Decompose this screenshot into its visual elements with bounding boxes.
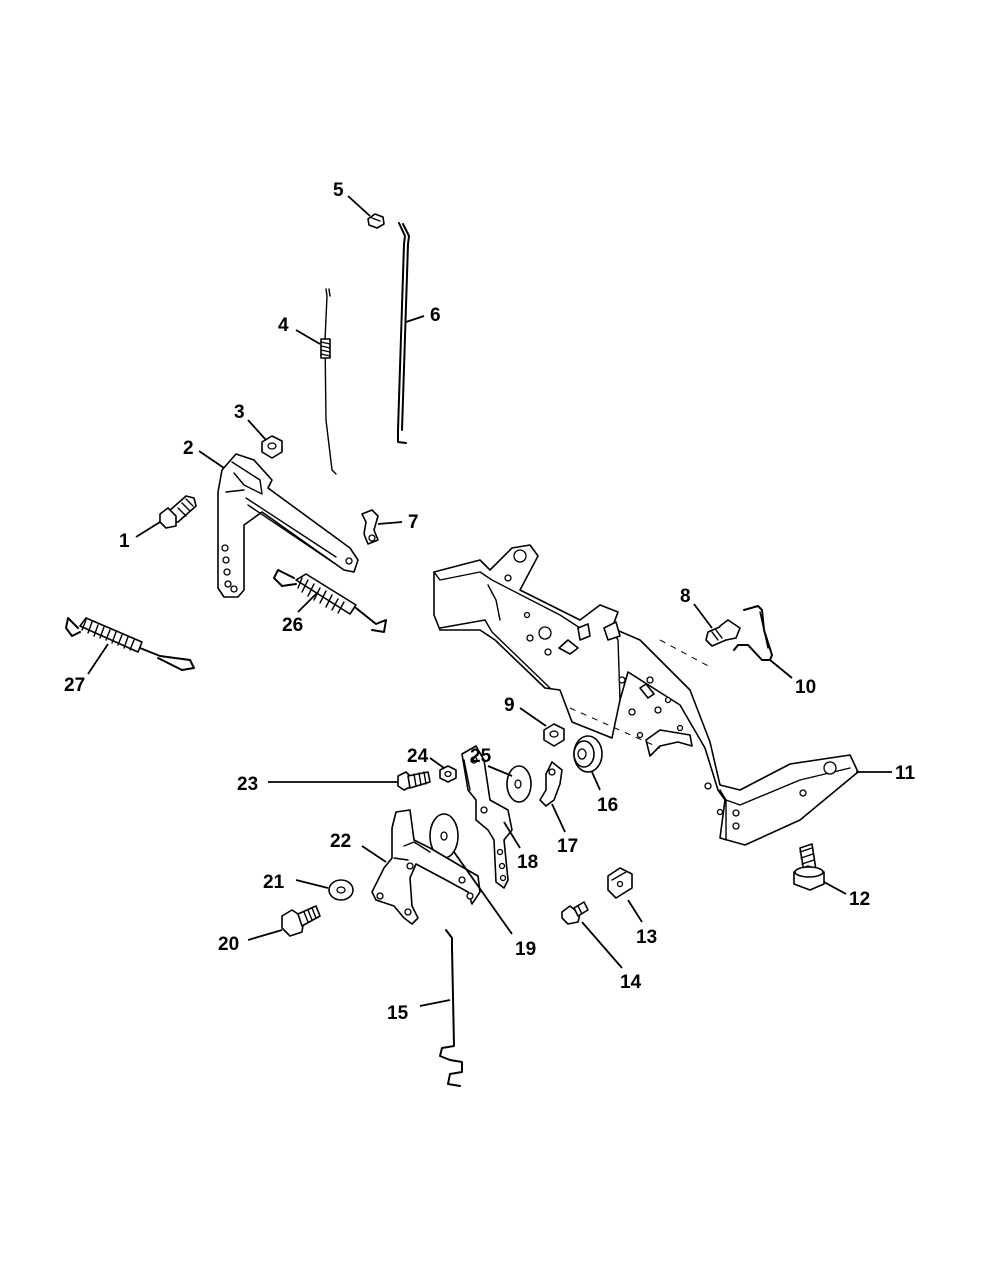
callout-13: 13 xyxy=(636,927,657,948)
callout-10: 10 xyxy=(795,677,816,698)
callout-21: 21 xyxy=(263,872,285,893)
leader-20 xyxy=(247,929,283,941)
part-1-bolt xyxy=(159,495,197,529)
alignment-line-lower xyxy=(569,707,661,749)
part-27-spring xyxy=(65,617,195,671)
callout-24: 24 xyxy=(407,746,429,767)
leader-9 xyxy=(519,707,547,727)
callout-6: 6 xyxy=(430,305,441,326)
callout-27: 27 xyxy=(64,675,85,696)
part-10-wire-spring xyxy=(733,605,773,661)
leader-26 xyxy=(297,591,319,613)
callout-17: 17 xyxy=(557,836,578,857)
part-6-rod xyxy=(397,222,410,444)
part-3-nut xyxy=(261,435,283,459)
leader-4 xyxy=(295,329,321,345)
part-21-washer xyxy=(328,879,354,901)
part-25-washer xyxy=(506,765,532,803)
part-4-spring xyxy=(320,338,331,359)
part-14-screw xyxy=(561,901,589,925)
callout-15: 15 xyxy=(387,1003,409,1024)
leader-15 xyxy=(419,999,451,1007)
callout-12: 12 xyxy=(849,889,870,910)
leader-7 xyxy=(377,521,403,525)
part-23-bolt xyxy=(397,771,431,791)
callout-25: 25 xyxy=(470,746,492,767)
leader-6 xyxy=(405,315,425,323)
part-17-bracket xyxy=(539,761,563,807)
leader-13 xyxy=(627,899,643,923)
leader-8 xyxy=(693,603,713,629)
leader-17 xyxy=(551,803,566,833)
callout-23: 23 xyxy=(237,774,258,795)
leader-18 xyxy=(503,821,521,849)
leader-21 xyxy=(295,879,329,889)
callout-5: 5 xyxy=(333,180,344,201)
part-9-nut xyxy=(543,723,565,747)
alignment-line-upper xyxy=(659,639,713,669)
callout-7: 7 xyxy=(408,512,419,533)
leader-14 xyxy=(581,921,623,969)
callout-11: 11 xyxy=(895,763,916,784)
callout-19: 19 xyxy=(515,939,536,960)
part-15-rod xyxy=(439,929,463,1087)
part-20-bolt xyxy=(281,905,321,937)
callout-16: 16 xyxy=(597,795,618,816)
part-2-lever xyxy=(217,453,359,598)
callout-3: 3 xyxy=(234,402,245,423)
part-4-link xyxy=(320,288,337,475)
leader-3 xyxy=(247,419,267,441)
leader-22 xyxy=(361,845,387,863)
leader-1 xyxy=(135,521,161,538)
leader-lines xyxy=(87,195,892,1007)
part-13-clip xyxy=(607,867,633,899)
callout-14: 14 xyxy=(620,972,642,993)
callout-2: 2 xyxy=(183,438,194,459)
callout-18: 18 xyxy=(517,852,538,873)
part-7-clip xyxy=(361,509,379,545)
leader-10 xyxy=(769,659,793,679)
part-11-bracket xyxy=(433,544,859,846)
leader-25 xyxy=(487,765,513,777)
callout-22: 22 xyxy=(330,831,351,852)
callout-20: 20 xyxy=(218,934,239,955)
leader-24 xyxy=(429,757,445,769)
part-12-bolt xyxy=(793,843,825,891)
part-5-screw xyxy=(367,213,385,229)
part-18-lever xyxy=(461,745,513,889)
part-8-screw xyxy=(705,619,741,647)
leader-2 xyxy=(198,450,225,469)
part-16-bushing xyxy=(573,735,603,773)
leader-16 xyxy=(591,771,601,791)
leader-19 xyxy=(453,851,513,935)
leader-27 xyxy=(87,643,109,675)
callout-1: 1 xyxy=(119,531,130,552)
callout-26: 26 xyxy=(282,615,303,636)
part-22-bracket xyxy=(371,809,481,925)
part-24-nut xyxy=(439,765,457,783)
callout-labels: 1 2 3 4 5 6 7 8 9 10 11 12 13 14 15 16 1… xyxy=(64,180,916,1024)
callout-9: 9 xyxy=(504,695,515,716)
part-26-spring xyxy=(273,569,387,633)
leader-5 xyxy=(347,195,371,217)
leader-12 xyxy=(823,881,847,895)
callout-8: 8 xyxy=(680,586,691,607)
callout-4: 4 xyxy=(278,315,289,336)
